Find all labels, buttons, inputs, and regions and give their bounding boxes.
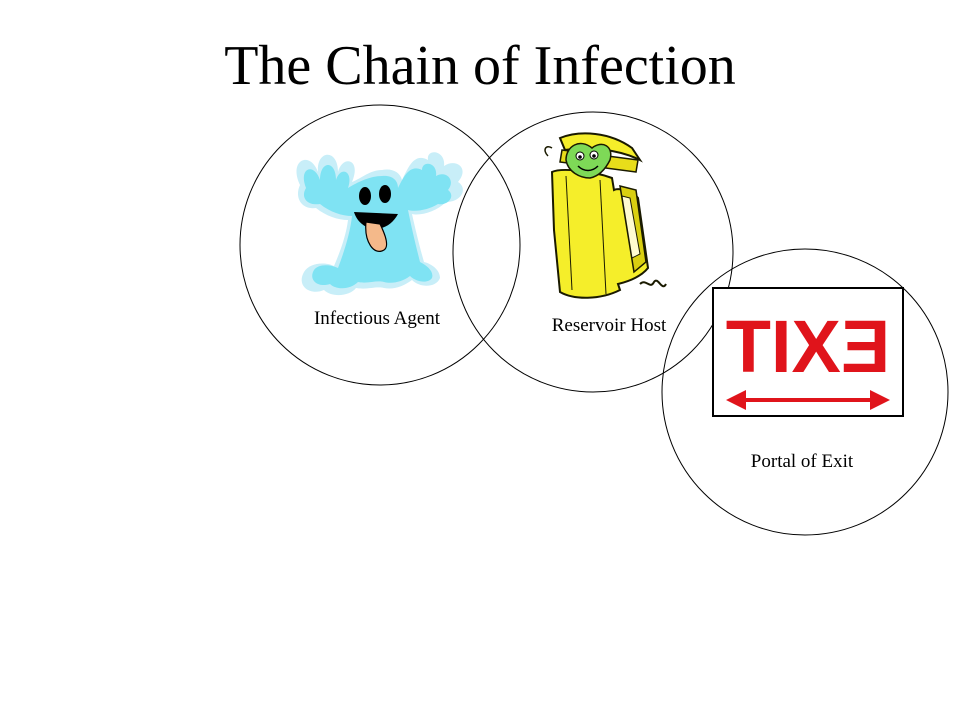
germ-icon	[296, 152, 463, 296]
infectious-agent-circle	[239, 104, 521, 386]
portal-of-exit-circle	[661, 248, 949, 536]
exit-sign-text: EXIT	[726, 305, 890, 388]
node-label-reservoir-host: Reservoir Host	[552, 315, 667, 336]
node-label-infectious-agent: Infectious Agent	[314, 308, 441, 329]
slide-title: The Chain of Infection	[224, 35, 736, 97]
exit-sign-icon: EXIT	[712, 287, 904, 417]
trash-can-germ-icon	[544, 132, 667, 299]
reservoir-host-circle	[452, 111, 734, 393]
node-label-portal-of-exit: Portal of Exit	[751, 451, 854, 472]
